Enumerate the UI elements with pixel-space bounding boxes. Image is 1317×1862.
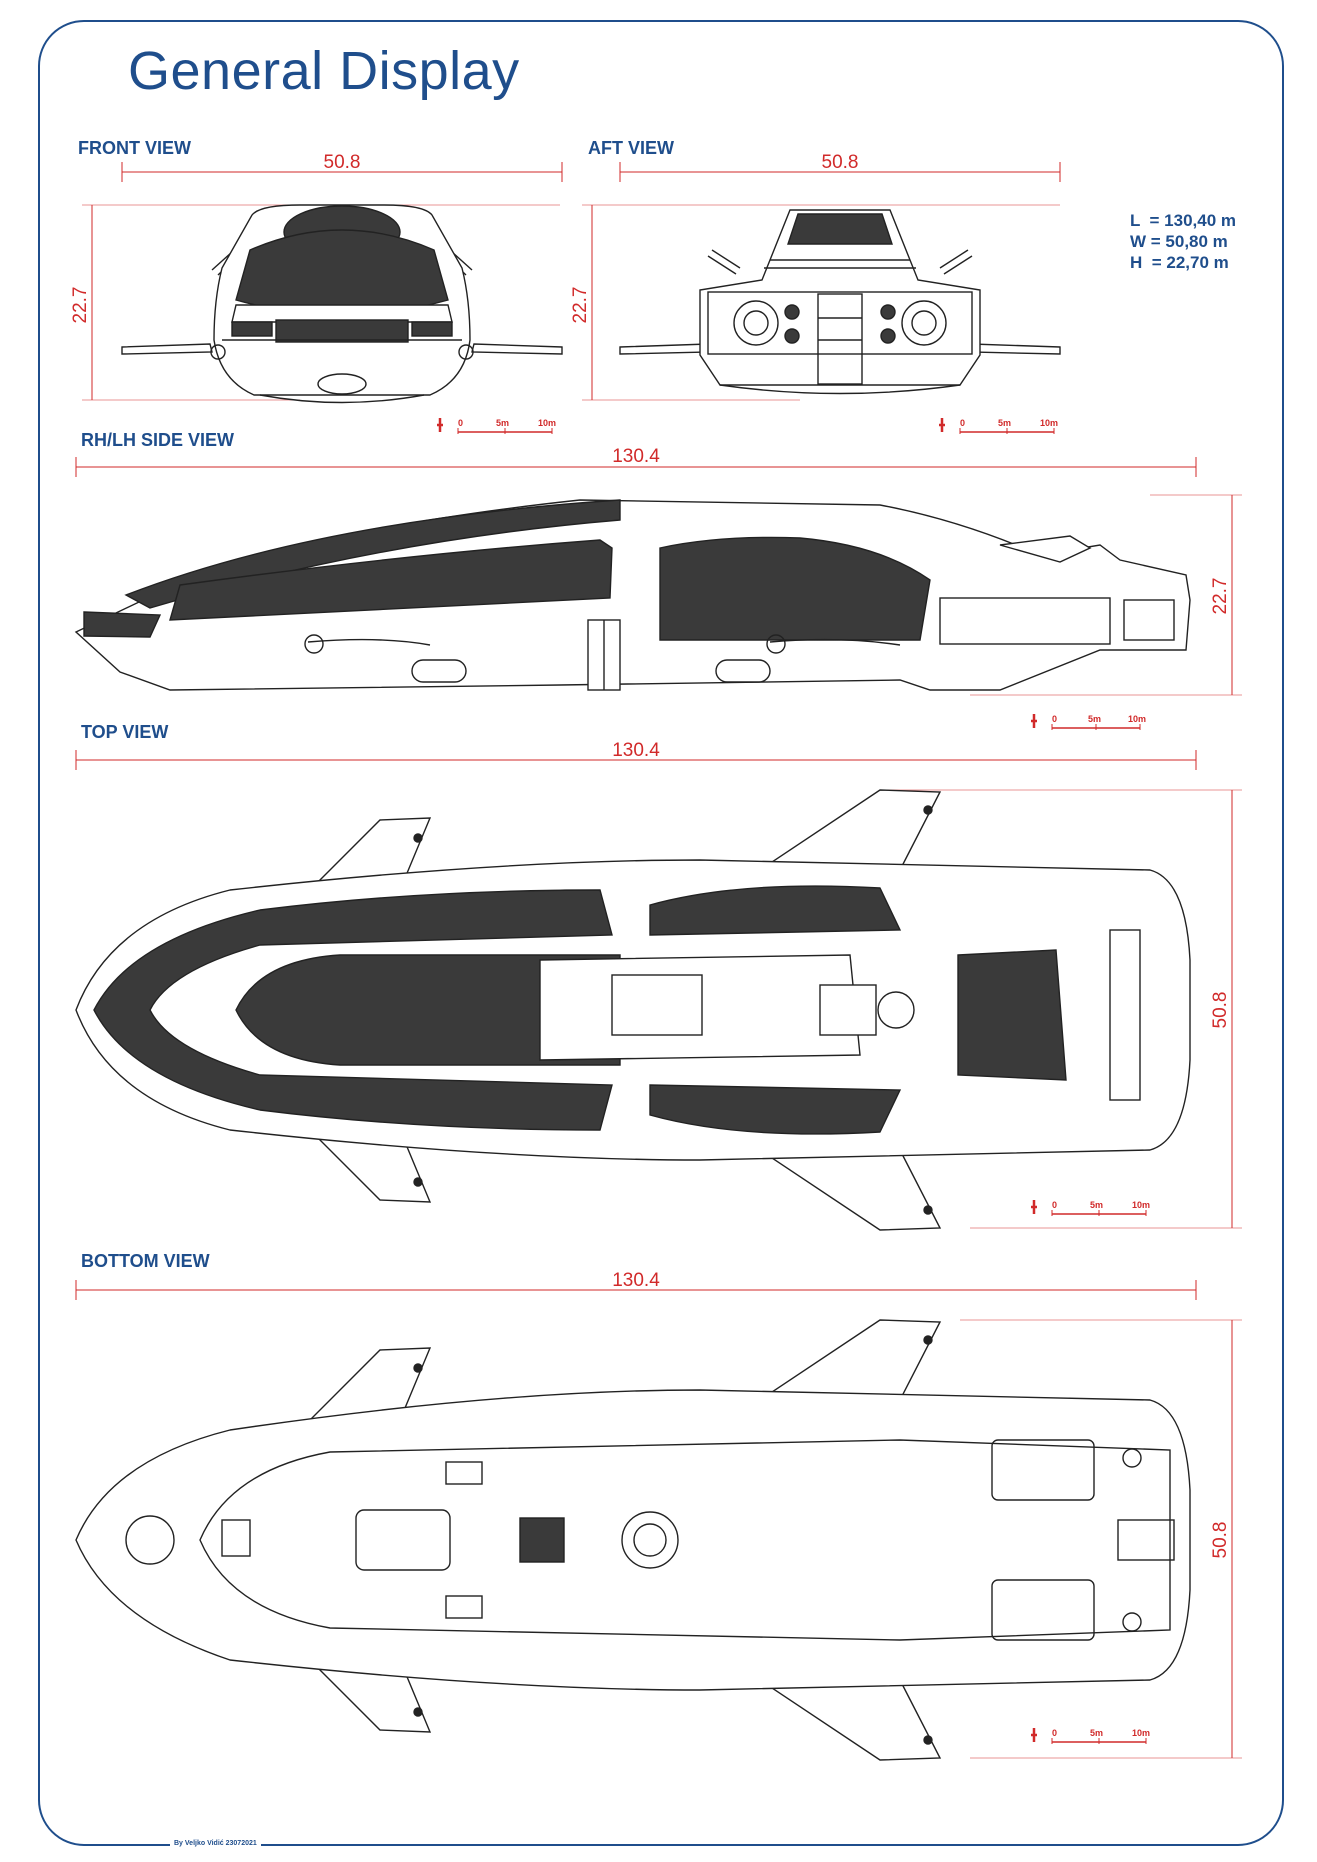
front-width-dim: 50.8 (324, 152, 361, 173)
bottom-view-drawing (75, 1280, 1242, 1761)
scale-zero: 0 (960, 418, 965, 428)
spec-width: W = 50,80 m (1130, 232, 1228, 251)
spec-height: H = 22,70 m (1130, 253, 1229, 272)
scale-zero: 0 (1052, 1728, 1057, 1738)
aft-height-dim: 22.7 (570, 287, 591, 324)
scale-bar-aft: 0 5m 10m (939, 418, 1058, 434)
scale-mid: 5m (998, 418, 1011, 428)
page-frame (38, 20, 1284, 1846)
spec-block: L = 130,40 m W = 50,80 m H = 22,70 m (1130, 210, 1236, 273)
front-view-label: FRONT VIEW (78, 138, 191, 158)
front-view-drawing (82, 162, 563, 404)
scale-mid: 5m (1088, 714, 1101, 724)
scale-mid: 5m (1090, 1200, 1103, 1210)
scale-end: 10m (1040, 418, 1058, 428)
scale-zero: 0 (1052, 1200, 1057, 1210)
aft-view-label: AFT VIEW (588, 138, 674, 158)
scale-bar-side: 0 5m 10m (1031, 714, 1146, 730)
side-view-drawing (74, 457, 1242, 696)
spec-length: L = 130,40 m (1130, 211, 1237, 230)
aft-view-drawing (582, 162, 1061, 401)
front-height-dim: 22.7 (70, 287, 91, 324)
scale-end: 10m (538, 418, 556, 428)
scale-end: 10m (1132, 1200, 1150, 1210)
scale-mid: 5m (496, 418, 509, 428)
side-length-dim: 130.4 (612, 446, 660, 467)
scale-bar-front: 0 5m 10m (437, 418, 556, 434)
top-length-dim: 130.4 (612, 740, 660, 761)
aft-width-dim: 50.8 (822, 152, 859, 173)
author-credit: By Veljko Vidić 23072021 (170, 1840, 261, 1847)
bottom-view-label: BOTTOM VIEW (81, 1251, 210, 1271)
bottom-length-dim: 130.4 (612, 1270, 660, 1291)
scale-end: 10m (1132, 1728, 1150, 1738)
scale-zero: 0 (1052, 714, 1057, 724)
scale-bar-top: 0 5m 10m (1031, 1200, 1150, 1216)
scale-end: 10m (1128, 714, 1146, 724)
bottom-width-dim: 50.8 (1210, 1522, 1231, 1559)
scale-mid: 5m (1090, 1728, 1103, 1738)
scale-bar-bottom: 0 5m 10m (1031, 1728, 1150, 1744)
scale-zero: 0 (458, 418, 463, 428)
top-width-dim: 50.8 (1210, 992, 1231, 1029)
top-view-drawing (75, 750, 1242, 1231)
page-title: General Display (128, 41, 520, 101)
side-view-label: RH/LH SIDE VIEW (81, 430, 235, 450)
side-height-dim: 22.7 (1210, 578, 1231, 615)
top-view-label: TOP VIEW (81, 722, 169, 742)
